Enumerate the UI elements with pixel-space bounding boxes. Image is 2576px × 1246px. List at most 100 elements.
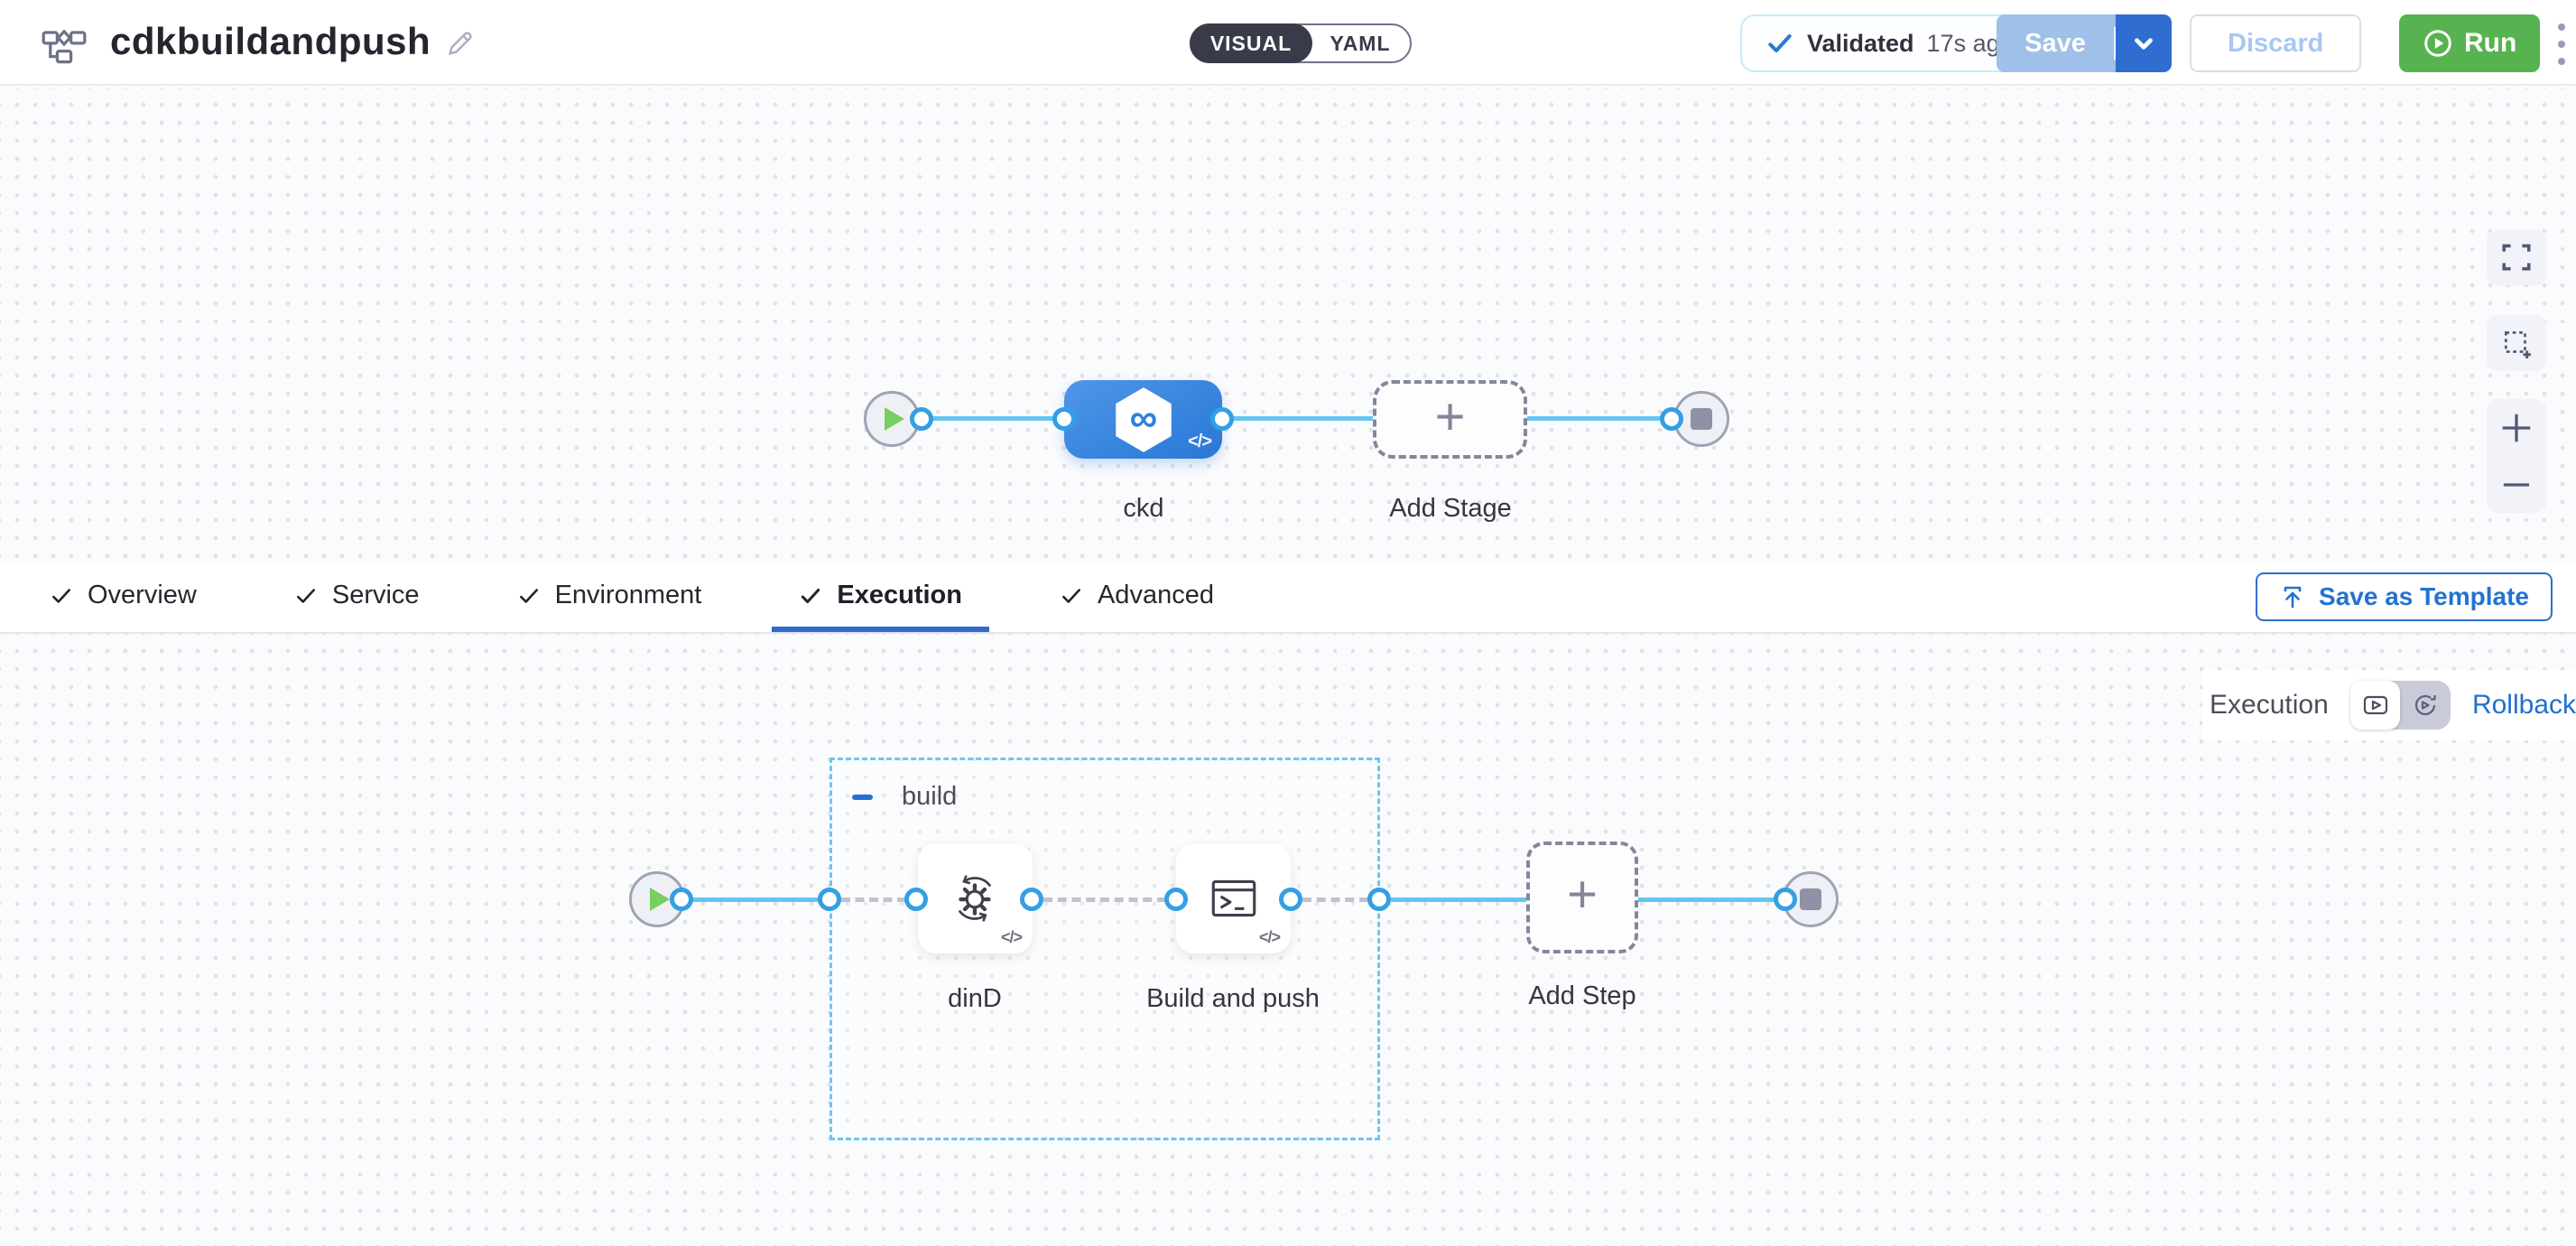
tab-label: Service xyxy=(331,581,420,609)
visual-mode-tab[interactable]: VISUAL xyxy=(1190,23,1312,63)
execution-canvas[interactable]: Execution Rollback build xyxy=(0,634,2576,1246)
connector-port[interactable] xyxy=(1210,407,1234,431)
step-code-icon: </> xyxy=(1000,928,1023,946)
tab-label: Execution xyxy=(837,581,962,609)
connector-port[interactable] xyxy=(910,407,933,431)
zoom-in-button[interactable] xyxy=(2487,399,2546,456)
execution-start-node xyxy=(629,871,685,927)
more-options-icon[interactable] xyxy=(2553,23,2571,65)
start-play-icon xyxy=(650,888,670,911)
fullscreen-button[interactable] xyxy=(2487,229,2546,285)
tab-service[interactable]: Service xyxy=(267,564,447,632)
zoom-out-button[interactable] xyxy=(2487,456,2546,513)
step-link xyxy=(1391,897,1526,902)
step-code-icon: </> xyxy=(1258,928,1281,946)
add-stage-label: Add Stage xyxy=(1389,494,1512,523)
check-icon xyxy=(52,588,70,603)
step-node-dind[interactable]: </> xyxy=(918,843,1033,953)
step-group-build[interactable]: build xyxy=(829,758,1380,1140)
terminal-icon xyxy=(1211,879,1256,917)
yaml-mode-tab[interactable]: YAML xyxy=(1330,31,1391,55)
tab-overview[interactable]: Overview xyxy=(23,564,224,632)
connector-port[interactable] xyxy=(1052,407,1076,431)
docker-in-docker-icon xyxy=(958,875,991,922)
add-step-button[interactable]: + xyxy=(1526,842,1638,953)
connector-port[interactable] xyxy=(818,888,841,911)
save-as-template-label: Save as Template xyxy=(2319,582,2529,610)
connector-port[interactable] xyxy=(670,888,693,911)
tab-label: Advanced xyxy=(1097,581,1214,609)
validation-status-badge[interactable]: Validated 17s ago xyxy=(1740,14,2039,72)
check-icon xyxy=(296,588,315,603)
fullscreen-icon xyxy=(2502,244,2531,271)
execution-label: Execution xyxy=(2210,690,2329,720)
edit-title-icon[interactable] xyxy=(444,25,480,61)
validated-label: Validated xyxy=(1807,29,1914,57)
pipeline-icon xyxy=(42,24,87,69)
step-link-dashed xyxy=(1043,897,1166,902)
step-link-dashed xyxy=(841,897,906,902)
minus-icon xyxy=(2503,482,2530,487)
run-button[interactable]: Run xyxy=(2399,14,2541,72)
tab-label: Overview xyxy=(88,581,197,609)
stage-link xyxy=(922,416,1064,421)
connector-port[interactable] xyxy=(1020,888,1043,911)
check-icon xyxy=(802,588,820,603)
tab-execution[interactable]: Execution xyxy=(772,564,989,632)
step-link-dashed xyxy=(1302,897,1368,902)
save-options-button[interactable] xyxy=(2116,14,2172,72)
end-stop-icon xyxy=(1800,888,1821,910)
execution-rollback-toggle[interactable] xyxy=(2349,681,2451,730)
execution-rollback-bar: Execution Rollback xyxy=(2202,670,2576,740)
save-button[interactable]: Save xyxy=(1997,14,2114,72)
plus-icon xyxy=(2502,414,2531,442)
upload-icon xyxy=(2284,586,2302,609)
check-icon xyxy=(519,588,538,603)
save-as-template-button[interactable]: Save as Template xyxy=(2256,572,2553,621)
tab-label: Environment xyxy=(554,581,702,609)
step-link xyxy=(1638,897,1780,902)
stage-config-tabs: Overview Service Environment Execution A… xyxy=(0,564,2576,634)
plus-icon: + xyxy=(1567,865,1598,924)
step-node-build-and-push[interactable]: </> xyxy=(1176,843,1291,953)
end-stop-icon xyxy=(1691,408,1712,430)
stage-canvas[interactable]: ∞ </> + ckd Add Stage xyxy=(0,88,2576,564)
visual-yaml-toggle: VISUAL YAML xyxy=(1190,23,1412,63)
multi-select-button[interactable] xyxy=(2487,315,2546,371)
connector-port[interactable] xyxy=(1774,888,1797,911)
rollback-mode-segment[interactable] xyxy=(2400,681,2451,730)
discard-button[interactable]: Discard xyxy=(2190,14,2362,72)
add-step-label: Add Step xyxy=(1528,981,1636,1010)
step-group-header: build xyxy=(852,782,957,812)
add-stage-button[interactable]: + xyxy=(1373,380,1527,459)
stage-node-ckd[interactable]: ∞ </> xyxy=(1064,380,1222,459)
save-split-button: Save xyxy=(1997,14,2172,72)
stage-label: ckd xyxy=(1123,494,1164,523)
step-link xyxy=(681,897,829,902)
step-label: Build and push xyxy=(1146,984,1320,1013)
connector-port[interactable] xyxy=(1164,888,1188,911)
header-bar: cdkbuildandpush VISUAL YAML Validated 17… xyxy=(0,0,2576,86)
pipeline-end-node xyxy=(1673,391,1729,447)
step-label: dinD xyxy=(948,984,1002,1013)
marquee-select-icon xyxy=(2504,330,2531,358)
start-play-icon xyxy=(885,407,904,431)
execution-mode-segment[interactable] xyxy=(2349,681,2401,730)
tab-environment[interactable]: Environment xyxy=(490,564,729,632)
tab-advanced[interactable]: Advanced xyxy=(1033,564,1241,632)
rollback-label[interactable]: Rollback xyxy=(2471,690,2576,720)
collapse-group-icon[interactable] xyxy=(852,794,873,800)
svg-text:∞: ∞ xyxy=(1129,396,1157,440)
zoom-controls xyxy=(2487,399,2546,513)
run-play-icon xyxy=(2424,30,2451,57)
step-group-name: build xyxy=(902,782,958,811)
rollback-icon xyxy=(2415,694,2436,716)
connector-port[interactable] xyxy=(904,888,928,911)
save-separator xyxy=(2114,14,2116,72)
connector-port[interactable] xyxy=(1367,888,1391,911)
connector-port[interactable] xyxy=(1279,888,1302,911)
chevron-down-icon xyxy=(2135,38,2153,50)
stage-link xyxy=(1527,416,1673,421)
connector-port[interactable] xyxy=(1660,407,1683,431)
